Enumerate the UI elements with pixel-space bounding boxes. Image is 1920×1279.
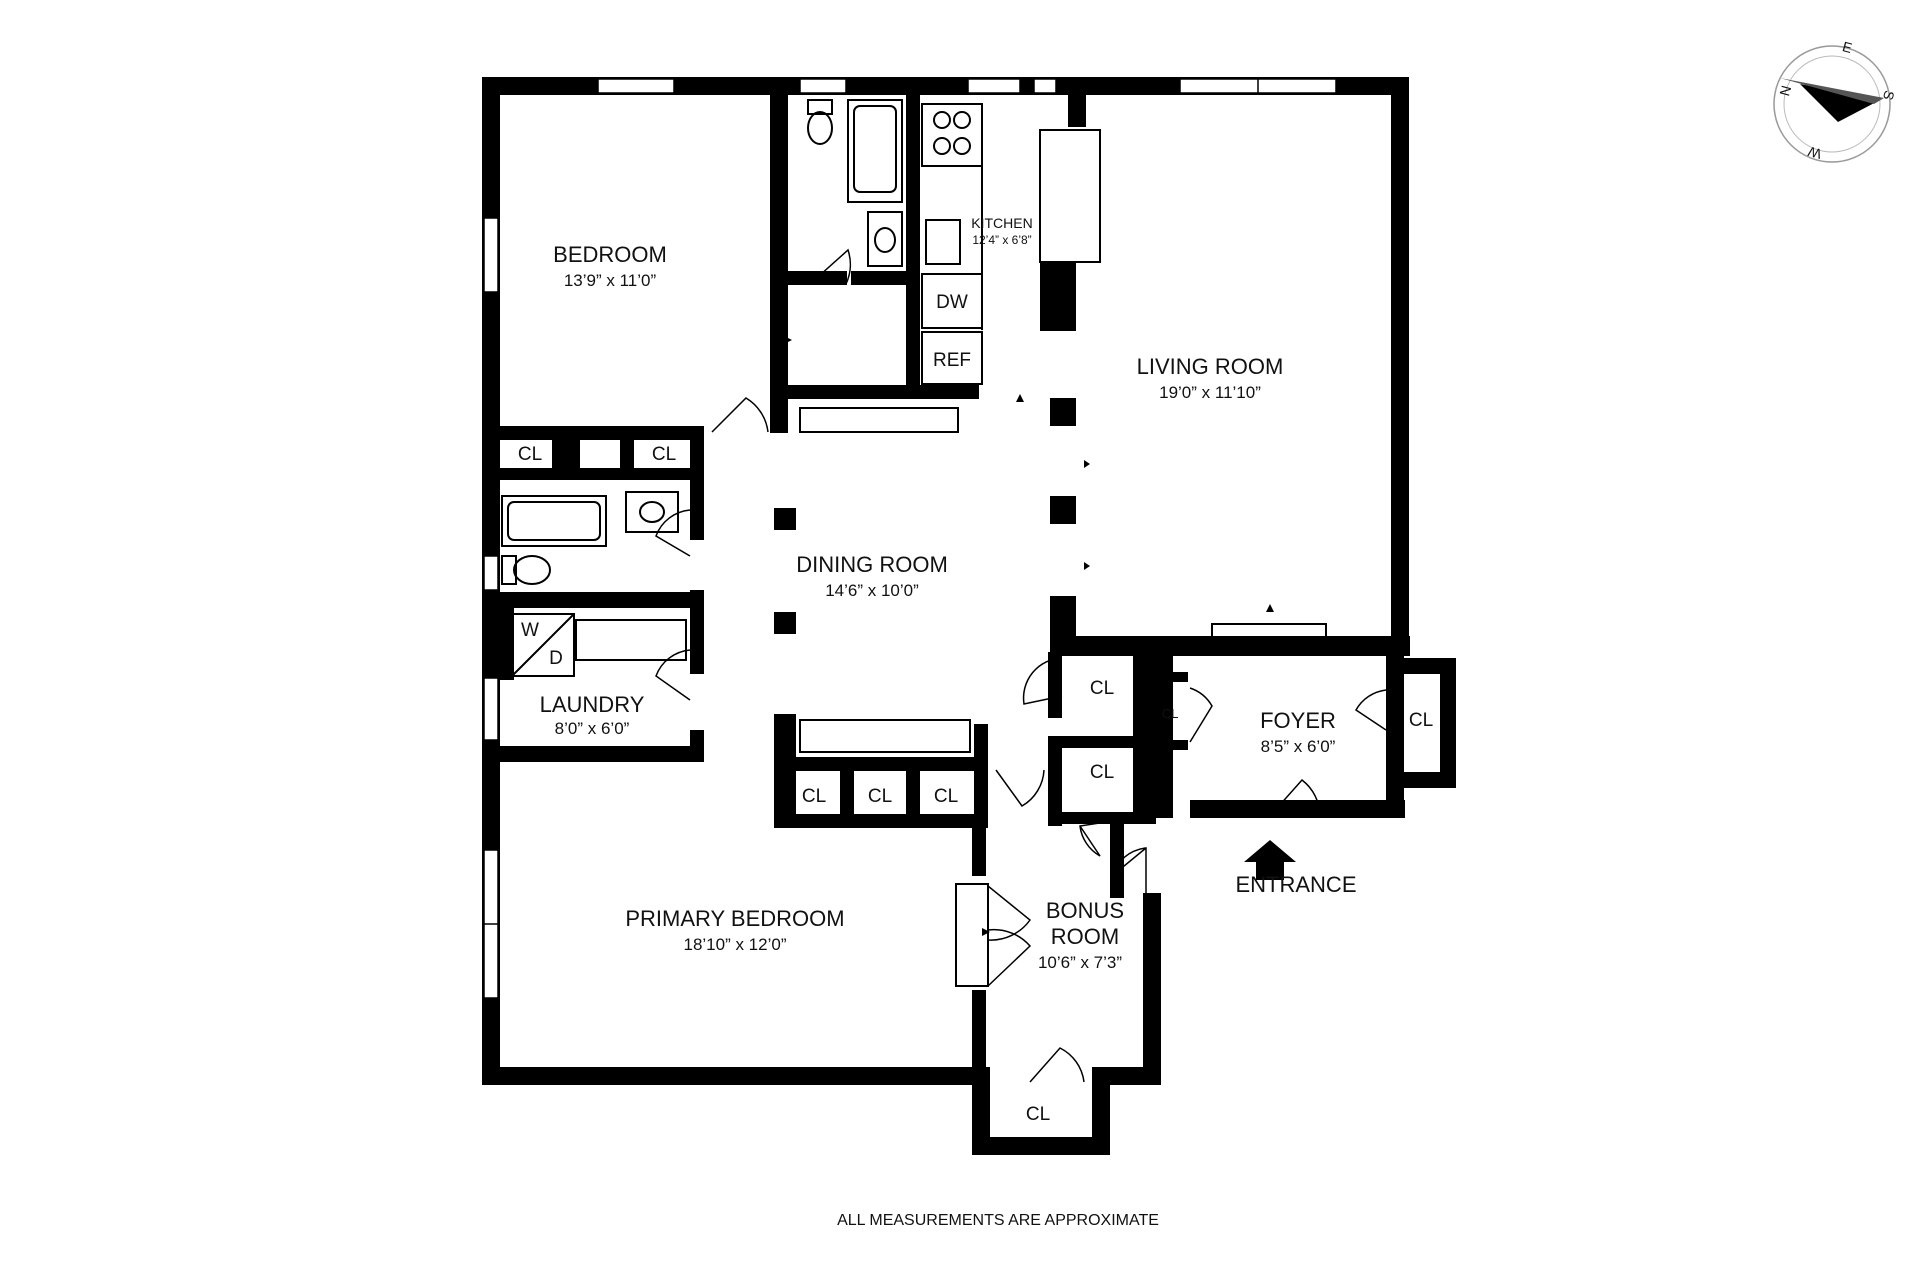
dishwasher-label: DW bbox=[936, 292, 968, 313]
exterior-walls bbox=[482, 77, 1456, 1155]
closet-label: CL bbox=[1409, 710, 1433, 731]
fixture-labels: DW REF W D bbox=[521, 292, 971, 669]
dining-room-name: DINING ROOM bbox=[796, 552, 948, 577]
dining-room-dims: 14’6” x 10’0” bbox=[825, 581, 919, 600]
fixtures bbox=[501, 99, 1327, 753]
bonus-room-name-line1: BONUS bbox=[1046, 898, 1124, 923]
laundry-dims: 8’0” x 6’0” bbox=[555, 719, 630, 738]
refrigerator-label: REF bbox=[933, 350, 971, 371]
compass-s: S bbox=[1880, 89, 1898, 102]
laundry-name: LAUNDRY bbox=[540, 692, 645, 717]
compass-icon: N E S W bbox=[1773, 38, 1898, 163]
windows bbox=[483, 78, 1337, 999]
closet-label: CL bbox=[1090, 678, 1114, 699]
closet-label: CL bbox=[934, 786, 958, 807]
kitchen-name: KITCHEN bbox=[971, 215, 1032, 231]
living-room-dims: 19’0” x 11’10” bbox=[1159, 383, 1261, 402]
dryer-label: D bbox=[549, 648, 563, 669]
room-labels: BEDROOM 13’9” x 11’0” KITCHEN 12’4” x 6’… bbox=[540, 215, 1336, 972]
bedroom-name: BEDROOM bbox=[553, 242, 667, 267]
closet-label: CL bbox=[868, 786, 892, 807]
closet-label: CL bbox=[1090, 762, 1114, 783]
footer-note: ALL MEASUREMENTS ARE APPROXIMATE bbox=[837, 1212, 1159, 1229]
compass-n: N bbox=[1776, 84, 1794, 98]
closet-label: CL bbox=[518, 444, 542, 465]
interior-walls bbox=[500, 77, 1188, 1067]
closet-labels: CL CL CL CL CL CL CL CL CL CL bbox=[518, 444, 1433, 1125]
foyer-dims: 8’5” x 6’0” bbox=[1261, 737, 1336, 756]
entrance-arrow-icon bbox=[1244, 840, 1296, 880]
primary-bedroom-dims: 18’10” x 12’0” bbox=[683, 935, 786, 954]
kitchen-dims: 12’4” x 6’8” bbox=[972, 233, 1031, 247]
closet-label: CL bbox=[1026, 1104, 1050, 1125]
closet-label: CL bbox=[1162, 706, 1179, 721]
bonus-room-name-line2: ROOM bbox=[1051, 924, 1119, 949]
bonus-room-dims: 10’6” x 7’3” bbox=[1038, 953, 1122, 972]
foyer-name: FOYER bbox=[1260, 708, 1336, 733]
closet-label: CL bbox=[652, 444, 676, 465]
doors bbox=[655, 248, 1387, 1083]
compass-w: W bbox=[1805, 143, 1823, 162]
living-room-name: LIVING ROOM bbox=[1137, 354, 1284, 379]
primary-bedroom-name: PRIMARY BEDROOM bbox=[625, 906, 844, 931]
closet-label: CL bbox=[802, 786, 826, 807]
compass-e: E bbox=[1841, 38, 1854, 56]
washer-label: W bbox=[521, 620, 539, 641]
entrance-label: ENTRANCE bbox=[1235, 872, 1356, 897]
bedroom-dims: 13’9” x 11’0” bbox=[564, 271, 657, 290]
